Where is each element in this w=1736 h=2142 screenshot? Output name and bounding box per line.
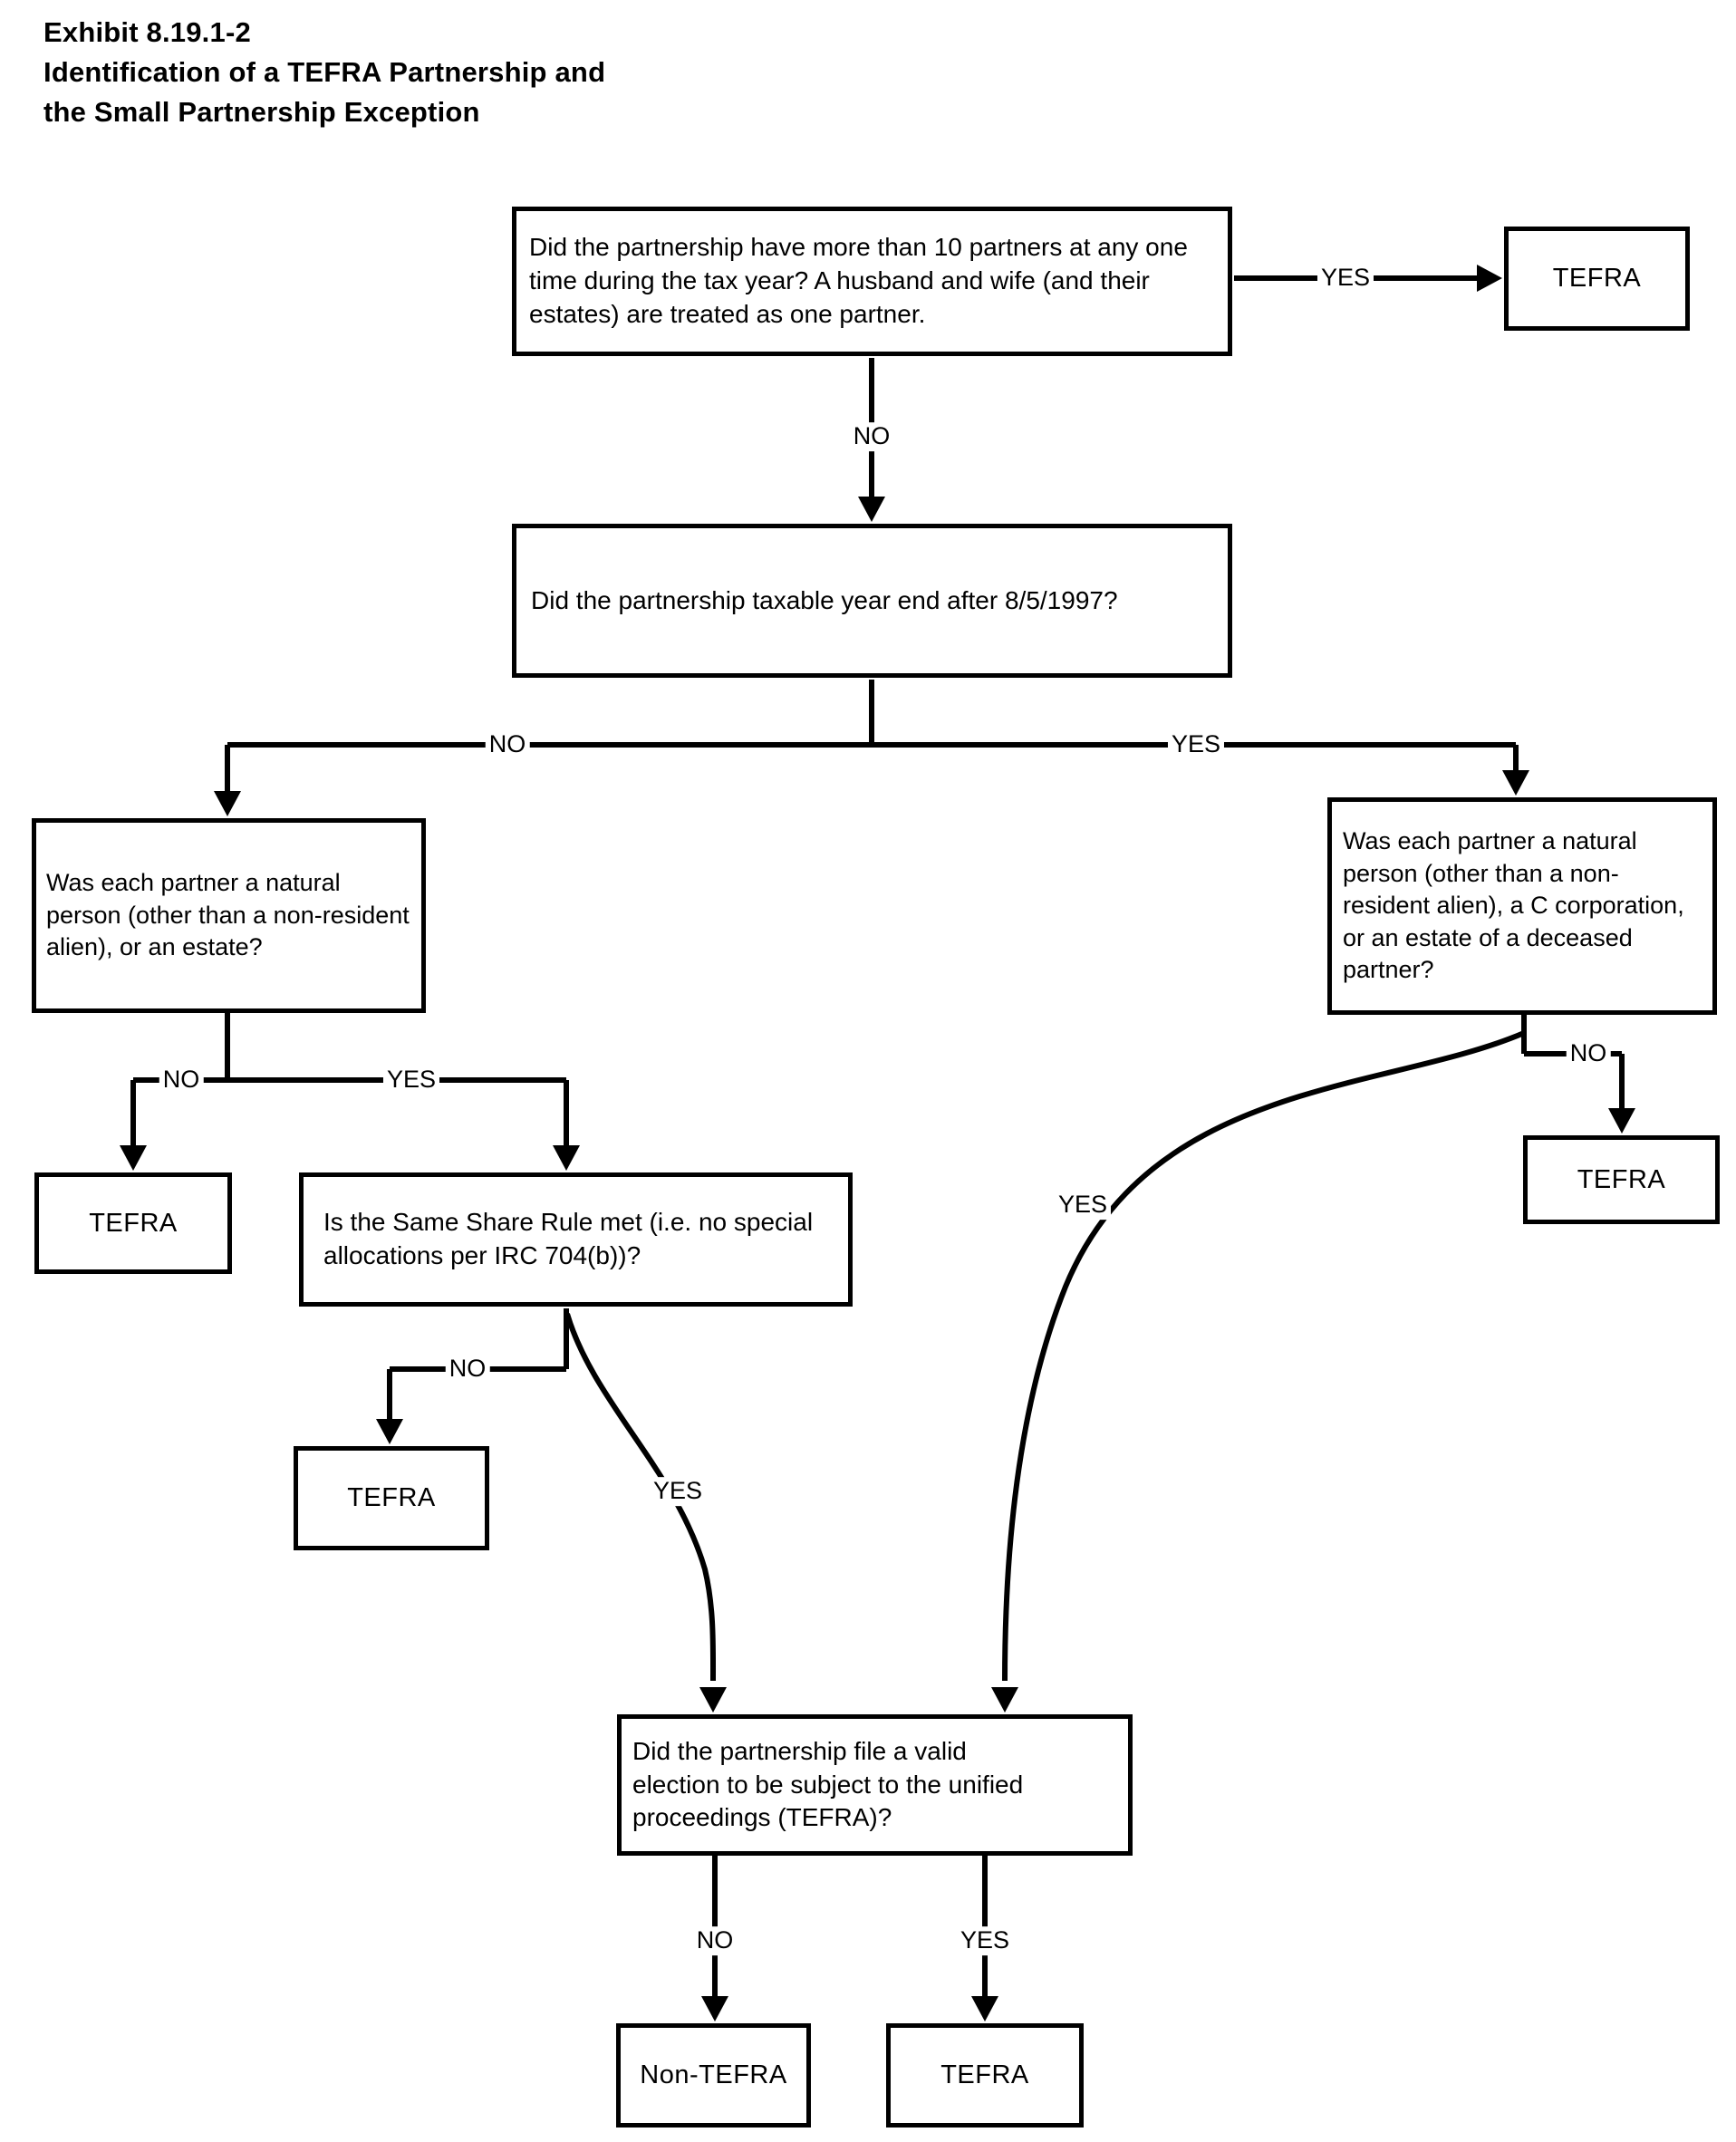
terminal-text: TEFRA [1577, 1164, 1666, 1194]
decision-text: Was each partner a natural person (other… [1343, 826, 1684, 984]
decision-natural-person-c-corp-estate: Was each partner a natural person (other… [1327, 797, 1717, 1015]
edge-label-no-q4: NO [1566, 1039, 1611, 1068]
decision-text: Was each partner a natural person (other… [46, 869, 410, 961]
terminal-tefra-left: TEFRA [34, 1172, 232, 1274]
edge-label-no-q1: NO [849, 422, 894, 451]
terminal-text: Non-TEFRA [640, 2060, 787, 2090]
edge-label-yes-q2: YES [1167, 730, 1225, 759]
decision-more-than-10-partners: Did the partnership have more than 10 pa… [512, 207, 1232, 356]
terminal-tefra-top-right: TEFRA [1504, 227, 1690, 331]
decision-valid-tefra-election: Did the partnership file a valid electio… [617, 1714, 1133, 1856]
edge-label-yes-q5: YES [649, 1477, 707, 1506]
decision-text: Did the partnership taxable year end aft… [531, 585, 1118, 614]
terminal-text: TEFRA [940, 2060, 1029, 2090]
exhibit-number: Exhibit 8.19.1-2 [43, 16, 251, 48]
decision-text: Did the partnership have more than 10 pa… [529, 233, 1188, 328]
edge-label-yes-q6: YES [956, 1926, 1014, 1955]
page-title: Exhibit 8.19.1-2 Identification of a TEF… [43, 13, 605, 132]
edge-label-no-q2: NO [485, 730, 530, 759]
title-line-3: the Small Partnership Exception [43, 96, 480, 129]
terminal-text: TEFRA [1552, 264, 1642, 294]
edge-label-yes-q3: YES [382, 1066, 440, 1095]
edge-label-no-q5: NO [445, 1355, 490, 1384]
terminal-text: TEFRA [89, 1208, 178, 1238]
terminal-tefra-mid-left: TEFRA [294, 1446, 489, 1550]
decision-natural-person-or-estate: Was each partner a natural person (other… [32, 818, 426, 1013]
decision-text: Is the Same Share Rule met (i.e. no spec… [323, 1208, 814, 1269]
decision-taxable-year-end: Did the partnership taxable year end aft… [512, 524, 1232, 678]
terminal-text: TEFRA [347, 1483, 436, 1513]
terminal-non-tefra: Non-TEFRA [616, 2023, 811, 2128]
edge-label-yes-q4: YES [1054, 1191, 1112, 1220]
decision-same-share-rule: Is the Same Share Rule met (i.e. no spec… [299, 1172, 853, 1307]
decision-text: Did the partnership file a valid electio… [632, 1736, 1024, 1832]
terminal-tefra-bottom: TEFRA [886, 2023, 1084, 2128]
edge-label-no-q3: NO [159, 1066, 204, 1095]
edge-label-yes-q1: YES [1316, 264, 1374, 293]
terminal-tefra-right: TEFRA [1523, 1135, 1720, 1224]
title-line-2: Identification of a TEFRA Partnership an… [43, 56, 606, 89]
edge-label-no-q6: NO [692, 1926, 738, 1955]
